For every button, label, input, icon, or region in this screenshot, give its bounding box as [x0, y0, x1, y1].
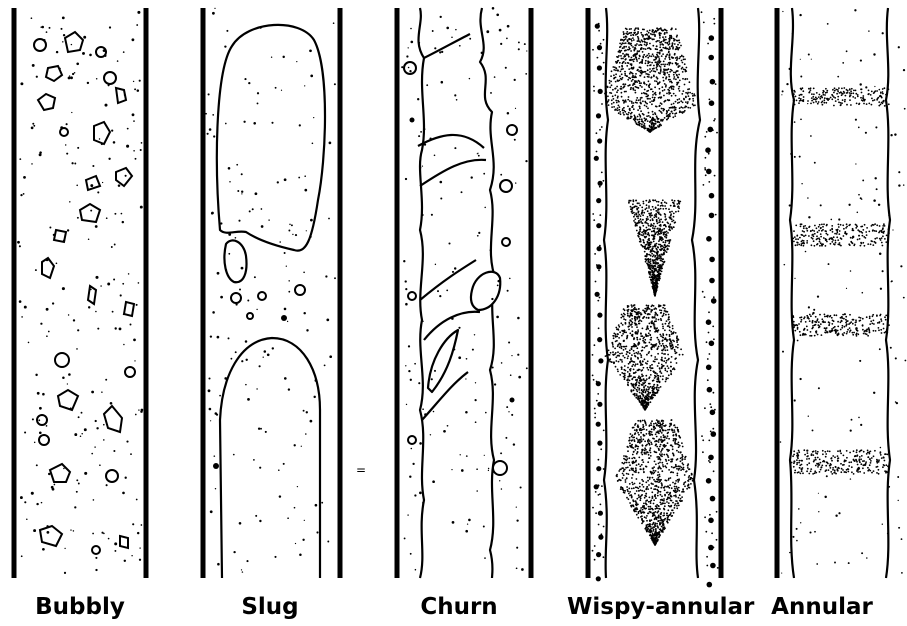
gas-bubble [38, 94, 55, 110]
gas-pocket [224, 240, 246, 282]
churn-flow-tube [397, 7, 531, 578]
liquid-droplet [510, 398, 515, 403]
gas-bubble [124, 302, 134, 316]
liquid-wisp [605, 304, 684, 411]
gas-bubble [86, 176, 100, 190]
bubble-group [34, 32, 135, 554]
gas-bubble [116, 168, 132, 186]
panel-label-bubbly: Bubbly [0, 594, 165, 620]
liquid-wisp [628, 199, 681, 297]
liquid-wisp [616, 419, 694, 546]
gas-bubble [65, 32, 83, 52]
slug-flow-tube [203, 8, 340, 578]
liquid-wisp [420, 260, 476, 300]
gas-bubble [408, 292, 416, 300]
disturbance-wave [792, 449, 890, 474]
gas-bubble [88, 286, 96, 304]
gas-bubble [493, 461, 507, 475]
liquid-wisp [418, 135, 484, 148]
gas-bubble [120, 536, 128, 548]
gas-bubble [247, 313, 253, 319]
gas-bubble [295, 285, 305, 295]
bubbly-flow-tube [14, 8, 146, 578]
taylor-bubble-upper [217, 25, 325, 251]
gas-bubble [94, 122, 110, 144]
gas-bubble [125, 367, 135, 377]
liquid-droplet [410, 118, 415, 123]
disturbance-wave [792, 223, 889, 247]
liquid-wisp [424, 34, 470, 58]
gas-bubble [39, 435, 49, 445]
wispy-annular-flow-tube [588, 8, 721, 587]
liquid-droplets [17, 11, 143, 574]
taylor-bubble-lower [220, 338, 320, 578]
liquid-film-boundary-right [886, 8, 890, 578]
stray-mark: = [356, 463, 366, 477]
gas-bubble [258, 292, 266, 300]
gas-bubble [500, 180, 512, 192]
liquid-wisp [604, 27, 696, 133]
panel-label-slug: Slug [185, 594, 355, 620]
gas-bubble [55, 353, 69, 367]
gas-bubble [80, 204, 100, 222]
gas-bubble [40, 526, 62, 546]
gas-bubble [92, 546, 100, 554]
disturbance-wave [792, 314, 890, 337]
liquid-droplet [281, 315, 287, 321]
gas-bubble [60, 128, 68, 136]
gas-pocket [428, 330, 458, 392]
gas-bubble [502, 238, 510, 246]
gas-bubble [231, 293, 241, 303]
gas-bubble [408, 436, 416, 444]
gas-bubble [106, 470, 118, 482]
gas-bubble [50, 464, 70, 482]
gas-pocket [471, 272, 500, 310]
gas-bubble [104, 72, 116, 84]
gas-bubble [42, 258, 54, 278]
gas-bubble [104, 406, 122, 432]
liquid-film-boundary-right [692, 8, 700, 578]
annular-flow-tube [777, 8, 907, 578]
liquid-wisp [420, 160, 486, 186]
panel-label-wispy-annular: Wispy-annular [567, 594, 737, 620]
panel-label-churn: Churn [374, 594, 544, 620]
gas-bubble [58, 390, 78, 410]
gas-bubble [507, 125, 517, 135]
liquid-droplet [213, 463, 219, 469]
panel-label-annular: Annular [737, 594, 907, 620]
